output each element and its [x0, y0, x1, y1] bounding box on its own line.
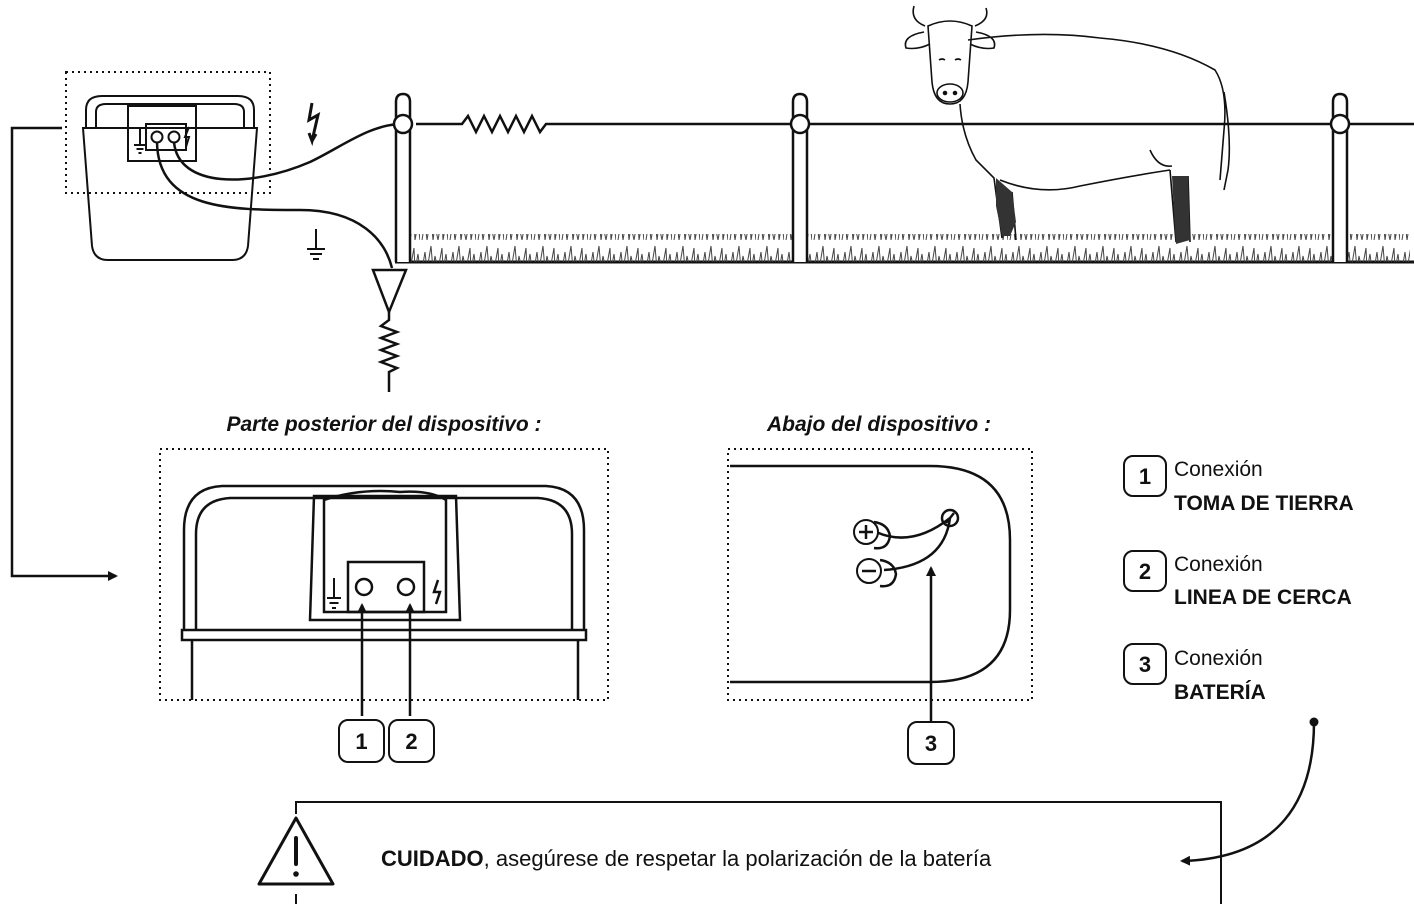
svg-text:Conexión: Conexión	[1174, 553, 1263, 576]
svg-text:Conexión: Conexión	[1174, 647, 1263, 670]
energizer-back-view	[180, 484, 588, 700]
svg-text:3: 3	[1139, 652, 1151, 677]
energizer-bottom-outline	[730, 464, 1012, 684]
bottom-view-frame	[727, 448, 1033, 701]
lightning-icon	[432, 579, 442, 605]
svg-text:1: 1	[355, 729, 367, 754]
caption-bottom: Abajo del dispositivo :	[766, 413, 991, 436]
fence-post	[1329, 92, 1351, 262]
svg-text:LINEA DE CERCA: LINEA DE CERCA	[1174, 586, 1352, 609]
ground-icon	[327, 578, 341, 609]
energizer-focus-frame	[65, 71, 271, 194]
warning-text: CUIDADO, asegúrese de respetar la polari…	[381, 846, 992, 871]
grass-icon	[410, 234, 1410, 262]
energizer-small	[81, 95, 259, 261]
fence-wire	[416, 113, 1414, 135]
svg-text:TOMA DE TIERRA: TOMA DE TIERRA	[1174, 492, 1354, 515]
fence-line-wire	[172, 122, 403, 181]
svg-text:1: 1	[1139, 464, 1151, 489]
minus-icon	[856, 558, 882, 584]
ground-wire	[155, 141, 394, 269]
svg-text:2: 2	[405, 729, 417, 754]
warning-pointer-arrow	[1180, 721, 1316, 866]
battery-cables	[873, 508, 960, 588]
cow-leg	[996, 178, 1016, 236]
callout-badge-1: 1	[338, 719, 385, 763]
warning-triangle-icon	[257, 816, 335, 886]
cow-leg	[1172, 176, 1190, 244]
svg-text:BATERÍA: BATERÍA	[1174, 681, 1266, 704]
legend-item-1: 1 Conexión TOMA DE TIERRA	[1123, 455, 1354, 515]
legend-item-3: 3 Conexión BATERÍA	[1123, 643, 1266, 704]
legend-item-2: 2 Conexión LINEA DE CERCA	[1123, 550, 1352, 609]
lightning-icon	[306, 102, 321, 147]
fence-post	[392, 92, 414, 262]
back-view-frame	[159, 448, 609, 701]
fence-post	[789, 92, 811, 262]
svg-text:2: 2	[1139, 559, 1151, 584]
ground-rod	[371, 268, 408, 392]
warning-box	[295, 801, 1222, 904]
caption-back: Parte posterior del dispositivo :	[226, 413, 541, 436]
plus-icon	[853, 519, 879, 545]
lightning-icon	[183, 126, 191, 148]
cow-icon	[904, 5, 1231, 243]
callout-badge-3: 3	[907, 721, 955, 765]
svg-text:3: 3	[925, 731, 937, 756]
ground-icon	[134, 128, 146, 154]
detail-connector-arrow	[10, 126, 118, 581]
svg-text:Conexión: Conexión	[1174, 458, 1263, 481]
ground-icon	[307, 229, 325, 260]
callout-badge-2: 2	[388, 719, 435, 763]
